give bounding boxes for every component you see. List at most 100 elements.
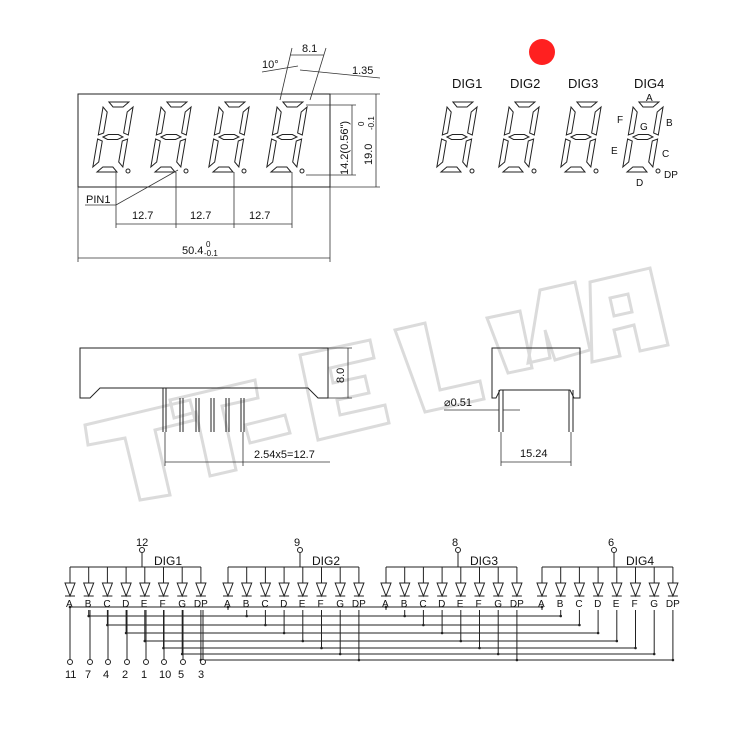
led-diode: [492, 582, 504, 598]
pitch-2-label: 12.7: [190, 210, 211, 222]
led-diode: [120, 582, 132, 598]
segment-label: D: [122, 599, 129, 610]
segment-label-a: A: [646, 93, 653, 104]
end-view: ⌀0.51 15.24: [444, 347, 581, 466]
pin-pitch-label: 2.54x5=12.7: [254, 449, 315, 461]
led-diode: [82, 582, 95, 598]
segment-label: E: [299, 599, 306, 610]
schematic-digit-label: DIG2: [312, 554, 340, 568]
digit-map: DIG1 DIG2 DIG3 DIG4 A B C D E F G DP: [436, 39, 678, 189]
segment-label-dp: DP: [664, 170, 678, 181]
segment-label: D: [280, 599, 287, 610]
schematic-digit-label: DIG1: [154, 554, 182, 568]
common-pin-label: 9: [294, 537, 300, 549]
segment-label-c: C: [662, 149, 669, 160]
segment-label: C: [419, 599, 426, 610]
common-pin-label: 12: [136, 537, 148, 549]
front-digit-4: [266, 101, 308, 174]
segment-label-g: G: [640, 122, 648, 133]
segment-label: B: [85, 599, 92, 610]
segment-label: F: [632, 599, 638, 610]
led-diode: [417, 582, 430, 598]
led-diode: [259, 582, 272, 598]
end-body-outline: [491, 347, 581, 399]
segment-label: G: [178, 599, 186, 610]
segment-label: C: [103, 599, 110, 610]
map-digit-4: [622, 101, 664, 174]
watermark-logo: [83, 266, 670, 502]
map-digits: [436, 101, 664, 174]
segment-label: B: [243, 599, 250, 610]
segment-label-f: F: [617, 115, 623, 126]
led-indicator-dot: [529, 39, 555, 65]
led-diode: [278, 582, 290, 598]
digit-label-2: DIG2: [510, 76, 540, 91]
led-diode: [455, 582, 467, 598]
body-height-tol-plus: 0: [357, 121, 366, 126]
segment-label: F: [476, 599, 482, 610]
segment-label: DP: [510, 599, 524, 610]
segment-label: D: [438, 599, 445, 610]
segment-label: F: [160, 599, 166, 610]
front-body-outline: [77, 93, 331, 188]
front-digit-3: [208, 101, 250, 174]
digit-label-1: DIG1: [452, 76, 482, 91]
digit-height-label: 14.2(0.56"): [339, 121, 351, 175]
led-diode: [511, 582, 523, 598]
led-diode: [222, 582, 234, 598]
pitch-1-label: 12.7: [132, 210, 153, 222]
segment-label: D: [594, 599, 601, 610]
segment-label: C: [575, 599, 582, 610]
segment-pin-number: 11: [65, 669, 76, 681]
segment-label-d: D: [636, 178, 643, 189]
side-pins: [162, 388, 245, 432]
segment-label: B: [401, 599, 408, 610]
led-diode: [436, 582, 448, 598]
segment-label: B: [557, 599, 564, 610]
led-diode: [157, 582, 170, 598]
led-diode: [592, 582, 604, 598]
segment-label: C: [261, 599, 268, 610]
led-diode: [297, 582, 309, 598]
front-digit-1: [92, 101, 134, 174]
segment-pin-number: 5: [178, 669, 184, 681]
segment-label: E: [457, 599, 464, 610]
led-diode: [176, 582, 188, 598]
segment-pin-number: 1: [141, 669, 147, 681]
led-diode: [64, 582, 76, 598]
segment-pin-number: 3: [198, 669, 204, 681]
segment-label: E: [141, 599, 148, 610]
led-diode: [629, 582, 642, 598]
segment-pin-number: 2: [122, 669, 128, 681]
row-spacing-label: 15.24: [520, 448, 548, 460]
front-view: 14.2(0.56") 19.0 0 -0.1 8.1 10° 1.35 PIN…: [77, 43, 381, 262]
pin-diameter-label: ⌀0.51: [444, 397, 472, 409]
side-view: 8.0 2.54x5=12.7: [79, 347, 352, 466]
segment-label: DP: [352, 599, 366, 610]
total-width-tol-plus: 0: [206, 240, 211, 249]
led-diode: [353, 582, 365, 598]
led-diode: [554, 582, 567, 598]
segment-label: DP: [194, 599, 208, 610]
common-pin-label: 8: [452, 537, 458, 549]
map-digit-1: [436, 101, 478, 174]
segment-label: A: [66, 599, 73, 610]
total-width-label: 50.4: [182, 245, 203, 257]
segment-label: A: [538, 599, 545, 610]
digit-label-4: DIG4: [634, 76, 664, 91]
segment-label: A: [224, 599, 231, 610]
slant-angle-label: 10°: [262, 59, 279, 71]
segment-label-b: B: [666, 118, 673, 129]
digit-label-3: DIG3: [568, 76, 598, 91]
segment-label: DP: [666, 599, 680, 610]
pin1-label: PIN1: [86, 194, 110, 206]
segment-label: A: [382, 599, 389, 610]
map-digit-3: [560, 101, 602, 174]
led-diode: [536, 582, 548, 598]
segment-pin-number: 7: [85, 669, 91, 681]
led-diode: [473, 582, 486, 598]
